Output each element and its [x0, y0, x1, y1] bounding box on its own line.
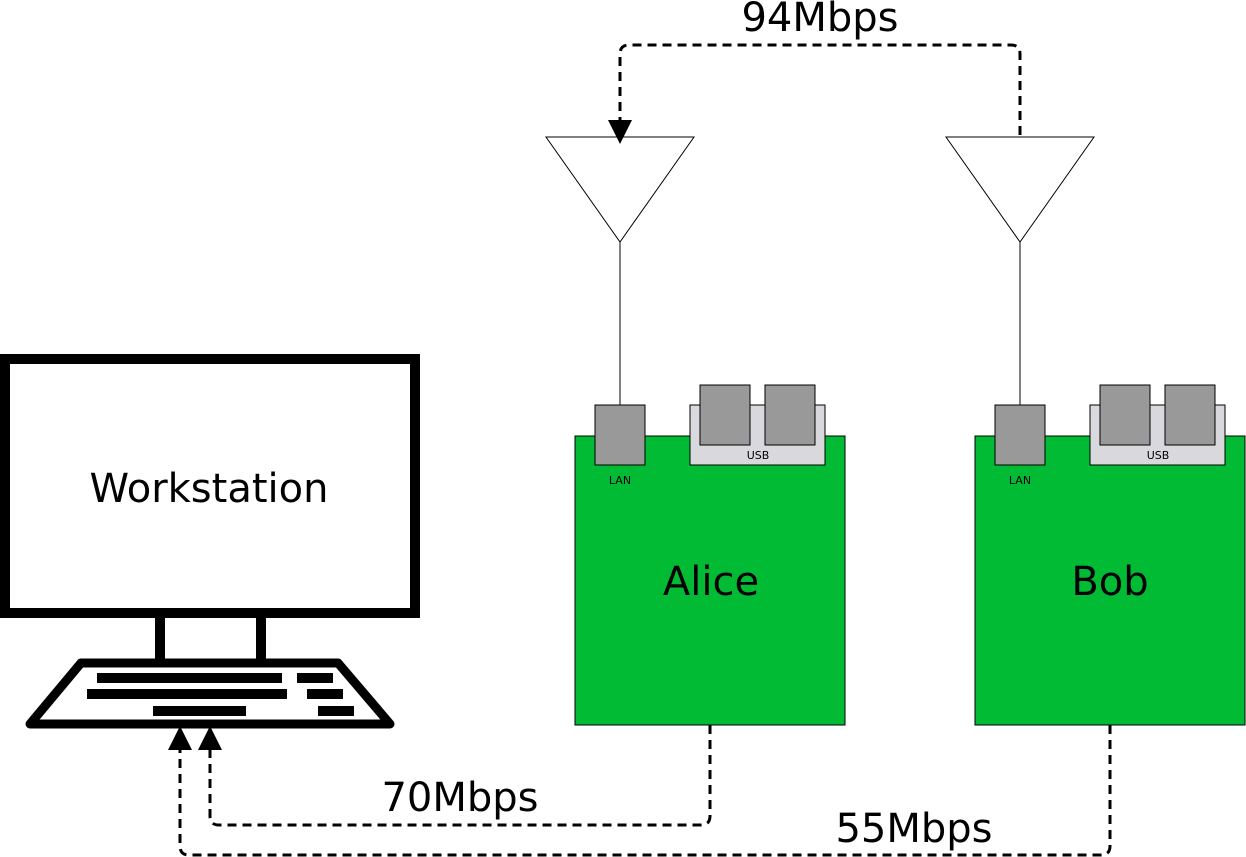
keyboard-key — [297, 673, 333, 683]
usb-label: USB — [747, 449, 770, 462]
node-label-bob: Bob — [1071, 559, 1148, 605]
usb-label: USB — [1147, 449, 1170, 462]
link-label-alice-workstation: 70Mbps — [381, 775, 538, 821]
keyboard-key — [87, 689, 287, 699]
keyboard-key — [97, 673, 282, 683]
node-label-alice: Alice — [663, 559, 759, 605]
usb-port — [1164, 384, 1216, 446]
keyboard-key — [153, 706, 246, 716]
link-alice-workstation — [198, 725, 712, 827]
antenna-icon — [545, 136, 695, 243]
keyboard-key — [307, 689, 343, 699]
lan-port — [594, 404, 646, 466]
keyboard-key — [318, 706, 354, 716]
board — [974, 435, 1246, 726]
link-bob-workstation — [168, 725, 1112, 857]
usb-port — [699, 384, 751, 446]
lan-port — [994, 404, 1046, 466]
board — [574, 435, 846, 726]
workstation-icon: Workstation — [0, 354, 420, 729]
link-label-alice-bob: 94Mbps — [741, 0, 898, 41]
monitor-screen — [0, 354, 420, 618]
link-alice-bob — [608, 43, 1022, 144]
lan-label: LAN — [609, 474, 631, 487]
monitor-stand-left — [155, 613, 165, 663]
workstation-label: Workstation — [90, 466, 329, 512]
antenna-icon — [945, 136, 1095, 243]
usb-port — [1099, 384, 1151, 446]
monitor-stand-right — [256, 613, 266, 663]
link-label-bob-workstation: 55Mbps — [835, 806, 992, 852]
usb-port — [764, 384, 816, 446]
node-bob: LAN USB Bob — [945, 136, 1246, 726]
lan-label: LAN — [1009, 474, 1031, 487]
node-alice: LAN USB Alice — [545, 136, 846, 726]
